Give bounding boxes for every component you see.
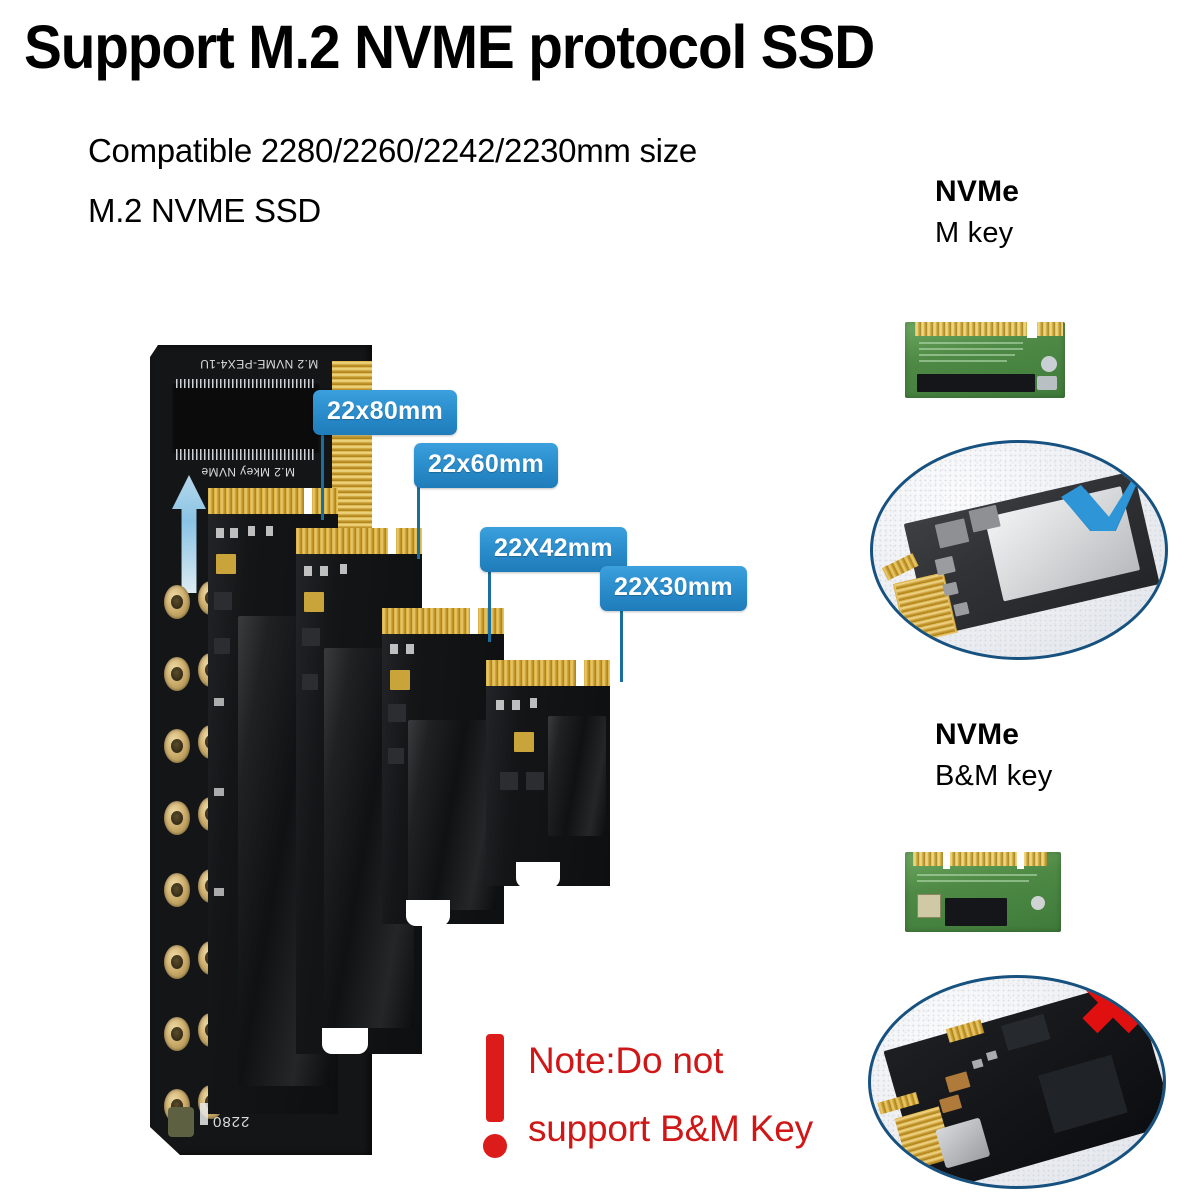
m-key-label-group: NVMe M key [935,175,1019,250]
m-key-module-photo [905,312,1065,398]
callout-2242: 22X42mm [480,527,627,572]
ssd-2280 [208,488,338,1128]
m2-slot-teeth-top [176,379,316,388]
adapter-model-silkscreen: M.2 NVME-PEX4-1U [199,357,319,371]
leader-line-2230 [620,606,623,682]
bm-key-title: NVMe [935,718,1020,751]
unsupported-ssd-inset: ✖ [868,975,1166,1189]
ssd-2242 [382,608,504,938]
exclamation-icon [483,1034,516,1164]
leader-line-2260 [417,483,420,559]
callout-2260: 22x60mm [414,443,559,488]
bm-key-label-group: NVMe B&M key [935,718,1052,793]
m-key-title: NVMe [935,175,1020,208]
leader-line-2242 [488,568,491,642]
callout-2230: 22X30mm [600,566,747,611]
leader-line-2280 [321,424,324,520]
cross-icon: ✖ [1076,975,1149,1053]
subtitle-line-1: Compatible 2280/2260/2242/2230mm size [88,132,697,169]
page-title: Support M.2 NVME protocol SSD [24,13,875,81]
m-key-subtitle: M key [935,217,1014,249]
supported-ssd-inset [870,440,1168,660]
ssd-2230 [486,660,610,900]
check-icon [1061,443,1155,531]
subtitle-line-2: M.2 NVME SSD [88,192,321,229]
m2-slot-teeth-bottom [176,449,316,460]
m2-slot-connector [172,381,320,453]
bm-key-module-photo [905,840,1065,932]
slot-label-silkscreen: M.2 Mkey NVMe [201,465,295,479]
callout-2280: 22x80mm [313,390,458,435]
note-line-1: Note:Do not [528,1040,724,1081]
note-line-2: support B&M Key [528,1108,813,1149]
bm-key-subtitle: B&M key [935,760,1053,792]
